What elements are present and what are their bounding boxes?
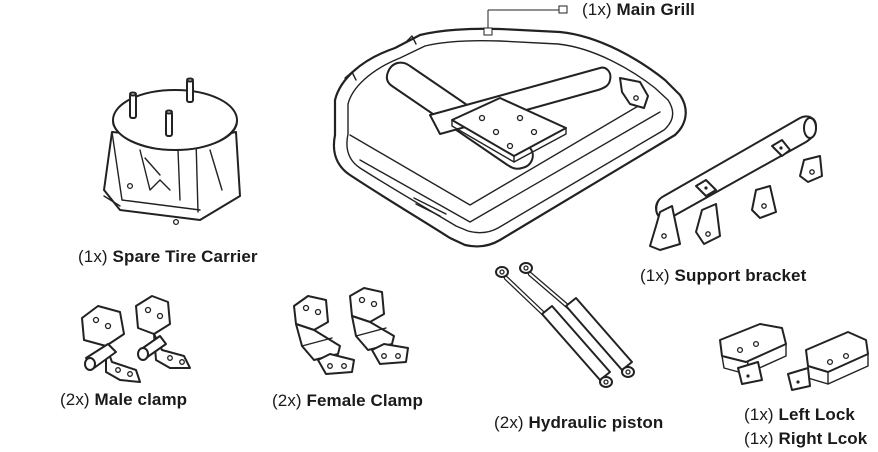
left-lock-label: (1x) Left Lock [744, 405, 855, 425]
spare-tire-carrier-qty: (1x) [78, 247, 108, 266]
main-grill-label: (1x) Main Grill [582, 0, 695, 20]
support-bracket-drawing [649, 115, 823, 251]
main-grill-drawing [332, 5, 687, 248]
female-clamp-drawing [293, 287, 409, 375]
support-bracket-qty: (1x) [640, 266, 670, 285]
hydraulic-piston-name: Hydraulic piston [528, 413, 664, 432]
right-lock-label: (1x) Right Lcok [744, 429, 867, 449]
left-lock-name: Left Lock [778, 405, 855, 424]
male-clamp-label: (2x) Male clamp [60, 390, 187, 410]
main-grill-name: Main Grill [616, 0, 695, 19]
male-clamp-drawing [81, 295, 191, 383]
left-lock-qty: (1x) [744, 405, 774, 424]
hydraulic-piston-drawing [495, 262, 635, 388]
main-grill-qty: (1x) [582, 0, 612, 19]
male-clamp-qty: (2x) [60, 390, 90, 409]
lock-drawing [719, 323, 869, 391]
female-clamp-label: (2x) Female Clamp [272, 391, 423, 411]
spare-tire-carrier-drawing [103, 77, 241, 226]
hydraulic-piston-qty: (2x) [494, 413, 524, 432]
female-clamp-name: Female Clamp [306, 391, 423, 410]
hydraulic-piston-label: (2x) Hydraulic piston [494, 413, 663, 433]
spare-tire-carrier-label: (1x) Spare Tire Carrier [78, 247, 258, 267]
right-lock-name: Right Lcok [778, 429, 868, 448]
spare-tire-carrier-name: Spare Tire Carrier [112, 247, 258, 266]
female-clamp-qty: (2x) [272, 391, 302, 410]
right-lock-qty: (1x) [744, 429, 774, 448]
support-bracket-label: (1x) Support bracket [640, 266, 806, 286]
male-clamp-name: Male clamp [94, 390, 188, 409]
support-bracket-name: Support bracket [674, 266, 807, 285]
